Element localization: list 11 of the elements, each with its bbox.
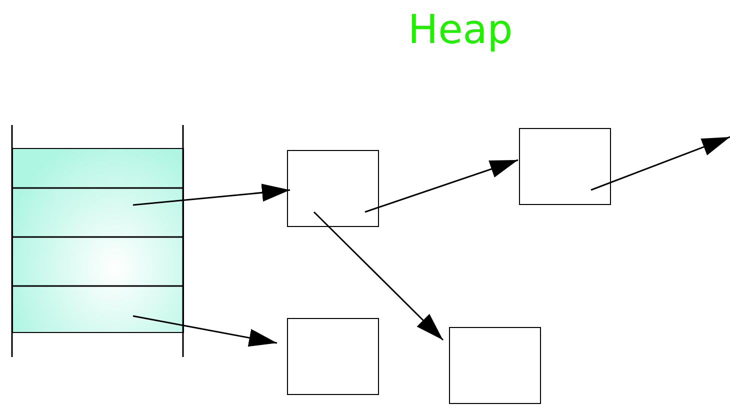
arrow <box>132 184 290 206</box>
stack-box <box>12 148 184 333</box>
arrow <box>590 136 730 191</box>
heap-object-box <box>449 327 541 404</box>
heap-object-box <box>519 128 611 205</box>
heap-object-box <box>287 318 379 395</box>
arrow <box>364 159 518 213</box>
arrow <box>313 211 444 341</box>
heading: Heap <box>408 8 513 52</box>
arrow <box>132 315 278 347</box>
heap-object-box <box>287 150 379 227</box>
